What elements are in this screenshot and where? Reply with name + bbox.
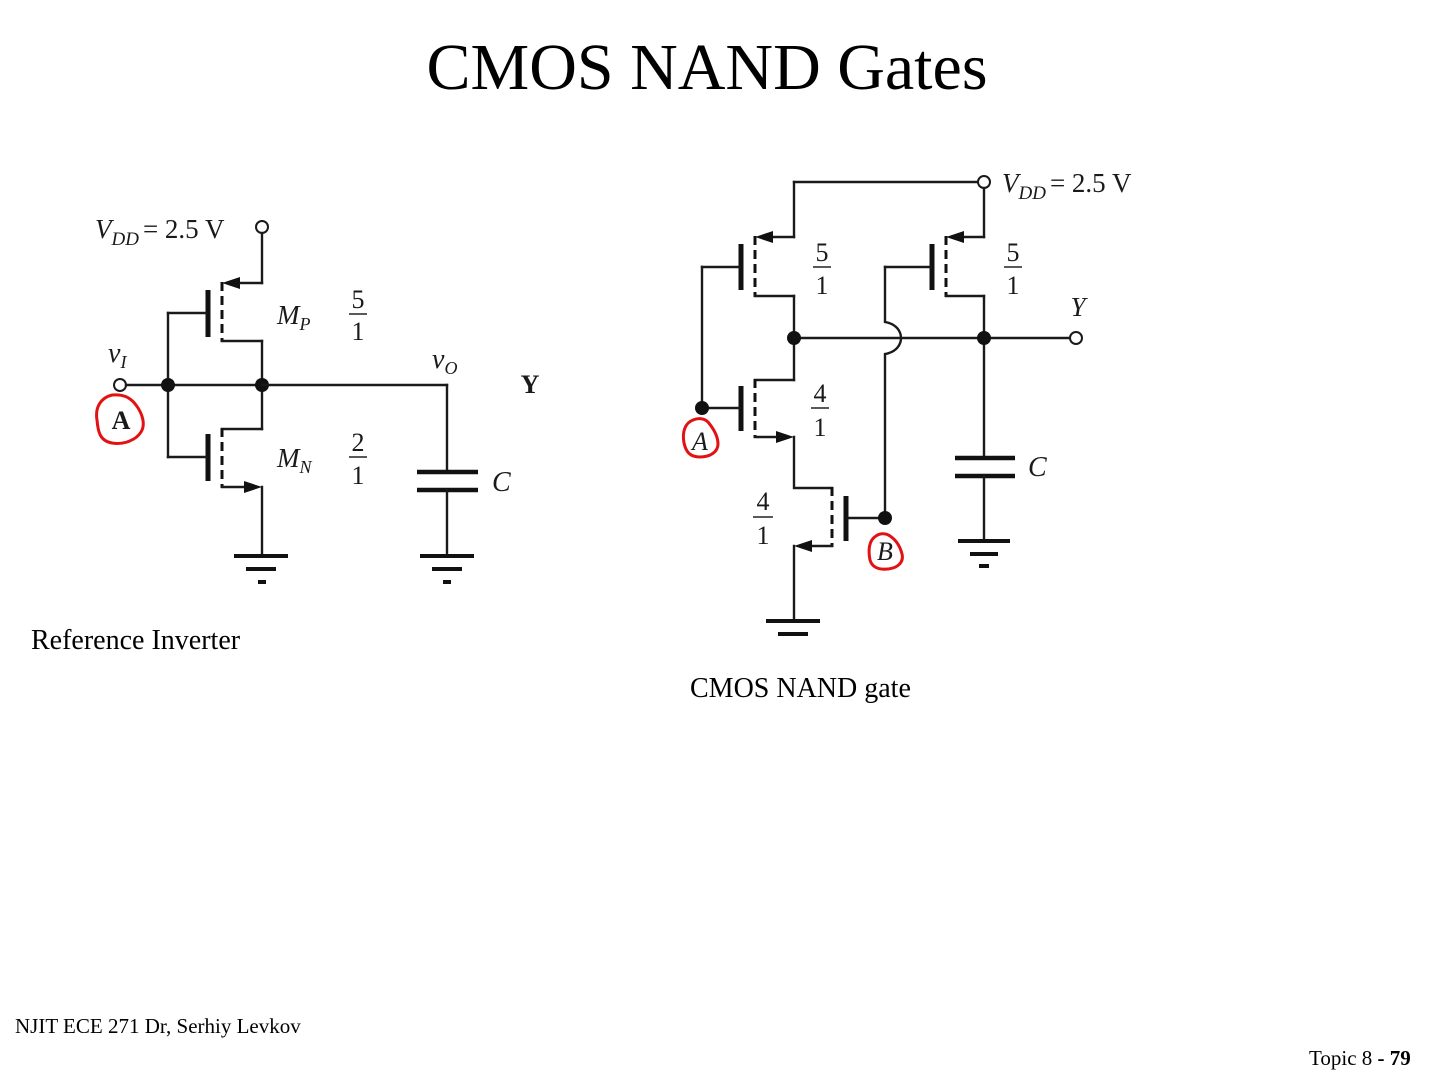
gate-node-dot	[161, 378, 175, 392]
ground-symbol	[766, 619, 820, 636]
nand-capacitor-label: C	[1028, 452, 1047, 483]
svg-text:1: 1	[352, 461, 365, 490]
footer-slide-number: - 79	[1377, 1046, 1411, 1070]
pmos-b-transistor	[883, 231, 986, 298]
ground-symbol	[234, 554, 288, 584]
output-node-dot	[977, 331, 991, 345]
inverter-input-terminal	[113, 378, 127, 392]
capacitor	[417, 469, 478, 558]
svg-text:2: 2	[352, 428, 365, 457]
svg-text:4: 4	[814, 379, 827, 408]
input-b-dot[interactable]	[878, 511, 892, 525]
capacitor-label: C	[492, 467, 511, 498]
output-annotation-y: Y	[521, 370, 540, 399]
input-vi-label: vI	[108, 338, 127, 372]
nmos-ratio: 2 1	[349, 428, 367, 490]
svg-text:5: 5	[816, 238, 829, 267]
inverter-vdd-terminal	[255, 220, 269, 234]
nand-output-label: Y	[1070, 292, 1088, 322]
svg-text:1: 1	[1007, 271, 1020, 300]
footer-page-number: Topic 8 - 79	[1309, 1046, 1411, 1071]
svg-text:4: 4	[757, 487, 770, 516]
input-b-wire	[883, 265, 903, 520]
pmos-label: MP	[276, 300, 311, 334]
ground-symbol	[420, 554, 474, 584]
svg-text:1: 1	[757, 521, 770, 550]
red-annotation-circle	[681, 417, 720, 459]
nmos-source-arrow	[244, 481, 262, 493]
svg-text:5: 5	[1007, 238, 1020, 267]
inverter-schematic: VDD= 2.5 V MP 5 1 vI	[95, 214, 540, 584]
output-node-dot	[787, 331, 801, 345]
red-annotation-circle	[95, 393, 145, 445]
nmos-a-ratio: 4 1	[811, 379, 829, 442]
nmos-b-transistor	[792, 487, 887, 623]
nmos-a-transistor	[700, 378, 796, 443]
input-a-dot[interactable]	[695, 401, 709, 415]
pmos-b-ratio: 5 1	[1004, 238, 1022, 300]
inverter-caption: Reference Inverter	[31, 625, 241, 656]
nmos-b-ratio: 4 1	[753, 487, 773, 550]
nand-vdd-label: VDD= 2.5 V	[1002, 168, 1132, 204]
ground-symbol	[958, 539, 1010, 568]
wire	[792, 435, 834, 490]
red-annotation-circle	[867, 532, 904, 571]
nmos-transistor-mn	[166, 427, 264, 558]
nand-input-b-label: B	[877, 537, 893, 566]
nand-vdd-terminal	[977, 175, 991, 189]
footer-course-info: NJIT ECE 271 Dr, Serhiy Levkov	[15, 1014, 301, 1038]
nand-capacitor	[955, 455, 1015, 543]
nand-output-terminal	[1069, 331, 1083, 345]
pmos-a-ratio: 5 1	[813, 238, 831, 300]
svg-text:1: 1	[352, 317, 365, 346]
input-annotation-a: A	[112, 406, 131, 435]
pmos-source-arrow	[222, 277, 240, 289]
svg-text:5: 5	[352, 285, 365, 314]
footer-topic: Topic 8	[1309, 1046, 1378, 1070]
svg-text:1: 1	[816, 271, 829, 300]
pmos-transistor-mp	[166, 277, 264, 343]
pmos-ratio: 5 1	[349, 285, 367, 346]
slide-title: CMOS NAND Gates	[426, 31, 988, 104]
svg-text:1: 1	[814, 413, 827, 442]
inverter-vdd-label: VDD= 2.5 V	[95, 214, 225, 250]
nand-input-a-label: A	[690, 427, 708, 456]
nand-schematic: VDD= 2.5 V 5 1 5 1	[681, 168, 1132, 636]
nand-caption: CMOS NAND gate	[690, 673, 911, 704]
output-vo-label: vO	[432, 344, 457, 378]
pmos-a-transistor	[700, 231, 796, 298]
nmos-label: MN	[276, 443, 313, 477]
